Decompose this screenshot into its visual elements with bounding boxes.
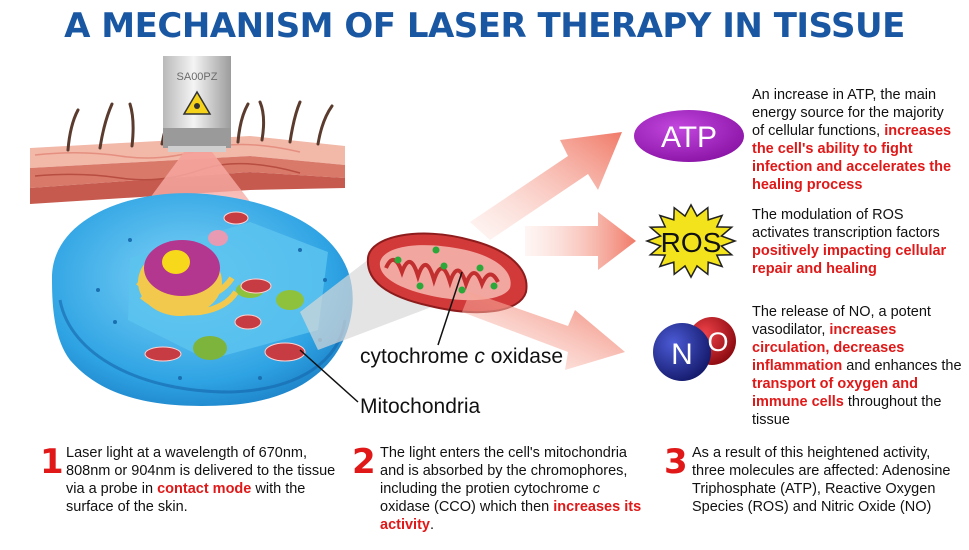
step-2-text: The light enters the cell's mitochondria…	[380, 445, 642, 533]
arrow-ros	[525, 212, 636, 270]
cco-leader	[437, 271, 463, 346]
cell	[51, 193, 353, 406]
cco-label: cytochrome c oxidase	[360, 345, 564, 368]
ros-effect-text: The modulation of ROS activates transcri…	[752, 207, 947, 277]
atp-label: ATP	[661, 121, 717, 154]
step-1-number: 1	[40, 442, 64, 482]
mito-leader	[299, 349, 359, 403]
mitochondria-label: Mitochondria	[360, 395, 481, 418]
arrow-no	[462, 292, 625, 370]
laser-probe: SA00PZ	[163, 56, 231, 152]
step-3-number: 3	[664, 442, 688, 482]
atp-effect-text: An increase in ATP, the main energy sour…	[752, 87, 952, 193]
mitochondrion	[366, 232, 528, 314]
no-o-label: O	[707, 327, 728, 357]
probe-label: SA00PZ	[177, 71, 218, 83]
atp-molecule: ATP	[634, 110, 744, 162]
ros-label: ROS	[661, 227, 722, 258]
page-title: A MECHANISM OF LASER THERAPY IN TISSUE	[64, 6, 905, 46]
arrow-atp	[470, 132, 622, 240]
step-3-text: As a result of this heightened activity,…	[692, 445, 951, 515]
step-1-text: Laser light at a wavelength of 670nm, 80…	[66, 445, 336, 515]
no-n-label: N	[671, 338, 693, 371]
no-effect-text: The release of NO, a potent vasodilator,…	[752, 304, 962, 428]
step-2-number: 2	[352, 442, 376, 482]
ros-molecule: ROS	[644, 203, 738, 279]
no-molecule: N O	[653, 317, 736, 381]
